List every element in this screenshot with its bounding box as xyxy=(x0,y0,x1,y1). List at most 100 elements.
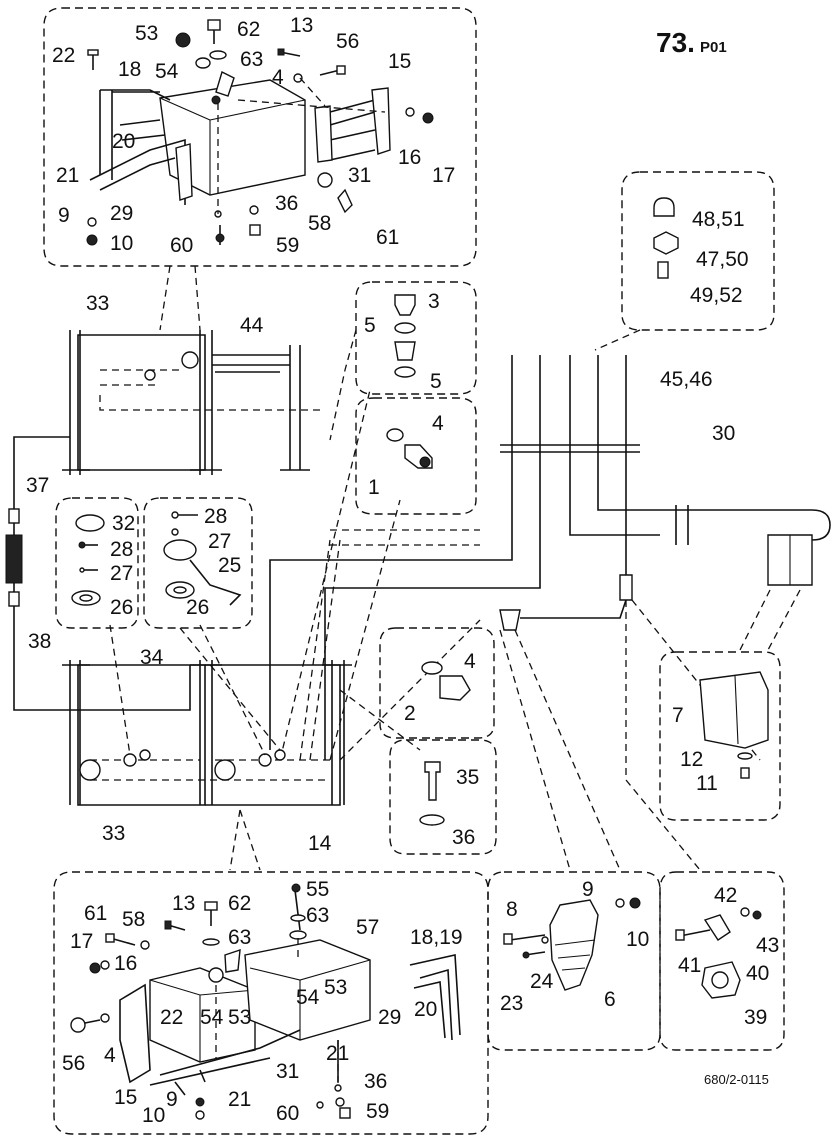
label-48-51: 48,51 xyxy=(692,208,745,231)
label-14: 14 xyxy=(308,832,332,855)
label-37: 37 xyxy=(26,474,49,497)
label-21: 21 xyxy=(56,164,79,187)
drawing-number: 680/2-0115 xyxy=(704,1072,769,1087)
label-15-bottom: 15 xyxy=(114,1086,137,1109)
page-code-suffix: P01 xyxy=(700,39,727,56)
label-31: 31 xyxy=(348,164,371,187)
filter-caps-parts xyxy=(594,197,679,351)
label-22-bottom: 22 xyxy=(160,1006,183,1029)
group-box-filter-caps xyxy=(621,171,775,331)
label-28-right: 28 xyxy=(204,505,227,528)
label-16: 16 xyxy=(398,146,421,169)
group-box-sender-25 xyxy=(143,497,253,629)
label-45-46: 45,46 xyxy=(660,368,713,391)
label-2: 2 xyxy=(404,702,416,725)
filter-7-parts xyxy=(699,671,769,779)
part-number-labels: 73. P01 53 62 13 56 22 63 15 18 54 4 20 … xyxy=(26,14,779,1127)
bottom-tank-drawing xyxy=(70,883,461,1120)
label-40: 40 xyxy=(746,962,769,985)
group-box-bottom-tank xyxy=(53,871,489,1135)
label-13-bottom: 13 xyxy=(172,892,195,915)
label-27-right: 27 xyxy=(208,530,231,553)
label-18-19: 18,19 xyxy=(410,926,463,949)
label-1: 1 xyxy=(368,476,380,499)
label-23: 23 xyxy=(500,992,523,1015)
label-4-bottom: 4 xyxy=(104,1044,116,1067)
label-44: 44 xyxy=(240,314,264,337)
label-62: 62 xyxy=(237,18,260,41)
label-41: 41 xyxy=(678,954,701,977)
label-34: 34 xyxy=(140,646,164,669)
label-63-bottom-right: 63 xyxy=(306,904,329,927)
label-15: 15 xyxy=(388,50,411,73)
label-56: 56 xyxy=(336,30,359,53)
page-code: 73. xyxy=(656,27,695,58)
label-39: 39 xyxy=(744,1006,767,1029)
label-36-bottom: 36 xyxy=(364,1070,387,1093)
label-6: 6 xyxy=(604,988,616,1011)
label-42: 42 xyxy=(714,884,737,907)
label-29-bottom: 29 xyxy=(378,1006,401,1029)
label-36-bolt: 36 xyxy=(452,826,475,849)
label-62-bottom: 62 xyxy=(228,892,251,915)
label-49-52: 49,52 xyxy=(690,284,743,307)
label-20-bottom: 20 xyxy=(414,998,437,1021)
group-box-top-tank xyxy=(43,7,477,267)
upper-tank-frame xyxy=(62,330,320,475)
label-31-bottom: 31 xyxy=(276,1060,299,1083)
group-box-filter-7 xyxy=(659,651,781,821)
label-33-lower: 33 xyxy=(102,822,125,845)
group-box-sender-2 xyxy=(379,627,495,739)
group-box-sender-1 xyxy=(355,397,477,515)
label-59: 59 xyxy=(276,234,299,257)
label-26-right: 26 xyxy=(186,596,209,619)
label-54: 54 xyxy=(155,60,179,83)
filter-housing-on-line xyxy=(739,534,813,651)
label-53: 53 xyxy=(135,22,158,45)
label-29: 29 xyxy=(110,202,133,225)
label-59-bottom: 59 xyxy=(366,1100,389,1123)
label-17-bottom: 17 xyxy=(70,930,93,953)
label-38: 38 xyxy=(28,630,51,653)
label-60: 60 xyxy=(170,234,193,257)
label-5-upper: 5 xyxy=(364,314,376,337)
label-60-bottom: 60 xyxy=(276,1102,299,1125)
bolt-35-parts xyxy=(419,761,445,826)
label-47-50: 47,50 xyxy=(696,248,749,271)
label-43: 43 xyxy=(756,934,779,957)
fuel-lines xyxy=(5,355,831,871)
label-61: 61 xyxy=(376,226,399,249)
label-4-sender1: 4 xyxy=(432,412,444,435)
leader-top-box xyxy=(159,265,201,331)
label-56-bottom: 56 xyxy=(62,1052,85,1075)
label-11: 11 xyxy=(696,772,718,795)
label-21-bottom-right: 21 xyxy=(326,1042,349,1065)
pump-39-parts xyxy=(675,907,762,999)
label-24: 24 xyxy=(530,970,554,993)
label-58: 58 xyxy=(308,212,331,235)
label-63: 63 xyxy=(240,48,263,71)
sender-25-parts xyxy=(163,511,242,606)
group-box-pump-39 xyxy=(659,871,785,1051)
label-63-bottom-left: 63 xyxy=(228,926,251,949)
label-7: 7 xyxy=(672,704,684,727)
label-54-bottom-left: 54 xyxy=(200,1006,224,1029)
label-21-bottom-left: 21 xyxy=(228,1088,251,1111)
label-16-bottom: 16 xyxy=(114,952,137,975)
label-4: 4 xyxy=(272,66,284,89)
label-9: 9 xyxy=(58,204,70,227)
label-28-left: 28 xyxy=(110,538,133,561)
plug-3-5-parts xyxy=(329,294,416,441)
top-tank-drawing xyxy=(86,19,434,246)
label-3: 3 xyxy=(428,290,440,313)
label-12: 12 xyxy=(680,748,703,771)
label-54-bottom-right: 54 xyxy=(296,986,320,1009)
group-box-cover-32 xyxy=(55,497,139,629)
group-box-bolt-35 xyxy=(389,739,497,855)
label-53-bottom-right: 53 xyxy=(324,976,347,999)
label-10: 10 xyxy=(110,232,133,255)
label-55: 55 xyxy=(306,878,329,901)
sender-1-parts xyxy=(386,428,433,469)
sender-2-parts xyxy=(421,661,471,701)
